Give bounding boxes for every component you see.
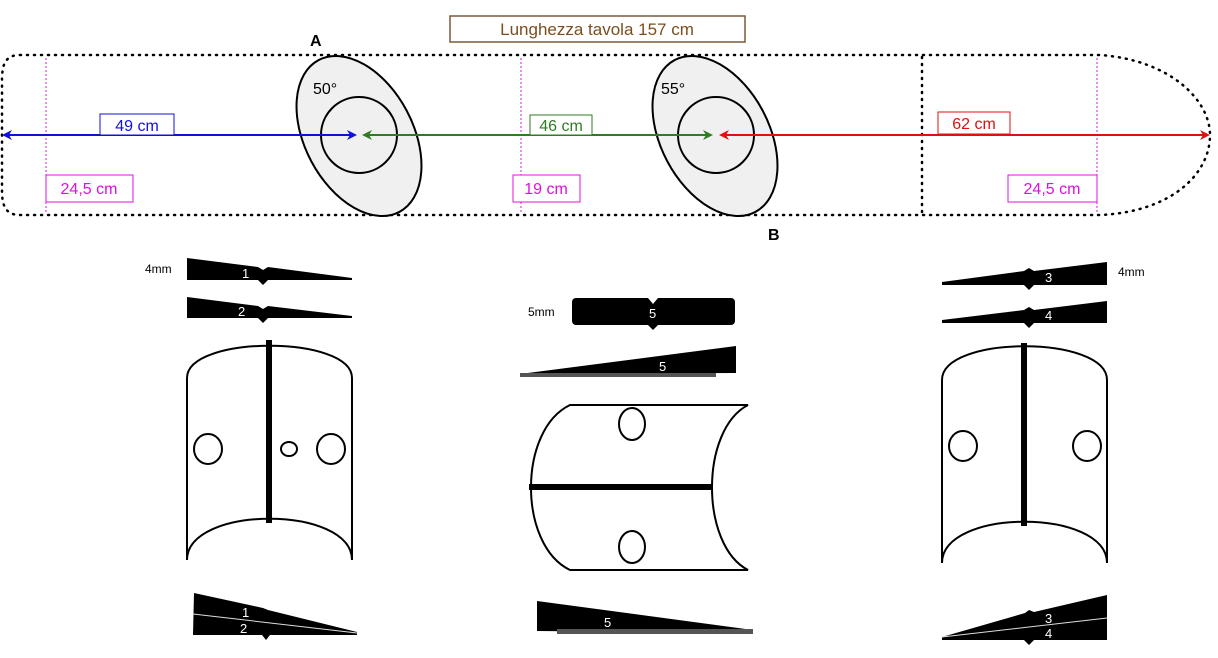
waist-width-marker: 19 cm bbox=[512, 58, 581, 214]
angle-b-label: 55° bbox=[661, 81, 685, 98]
board-length-text: Lunghezza tavola 157 cm bbox=[500, 20, 694, 39]
tail-width-marker: 24,5 cm bbox=[45, 58, 134, 214]
tail-width-text: 24,5 cm bbox=[61, 181, 118, 198]
stance-distance-arrow: 46 cm bbox=[362, 114, 713, 140]
svg-text:2: 2 bbox=[240, 621, 247, 636]
wedge-1-2-stacked: 1 2 bbox=[192, 593, 358, 640]
wedge-1: 1 bbox=[187, 258, 352, 285]
wedge-5-side: 5 bbox=[520, 346, 736, 377]
wedge-5-bottom: 5 bbox=[537, 601, 753, 634]
stance-distance-text: 46 cm bbox=[539, 118, 583, 135]
nose-width-marker: 24,5 cm bbox=[1007, 58, 1098, 214]
binding-b: B 55° bbox=[651, 54, 780, 244]
svg-text:3: 3 bbox=[1045, 270, 1052, 285]
binding-b-label: B bbox=[768, 227, 780, 244]
board-outline bbox=[0, 53, 1212, 217]
angle-a-label: 50° bbox=[313, 81, 337, 98]
binding-a-label: A bbox=[310, 33, 322, 50]
waist-width-text: 19 cm bbox=[524, 181, 568, 198]
nose-width-text: 24,5 cm bbox=[1024, 181, 1081, 198]
wedge-5-flat: 5 bbox=[572, 298, 735, 330]
right-binding-plate bbox=[941, 343, 1108, 564]
wedge-3: 3 bbox=[942, 262, 1107, 290]
middle-thickness-label: 5mm bbox=[528, 305, 555, 319]
svg-text:1: 1 bbox=[242, 266, 249, 281]
wedge-4: 4 bbox=[942, 301, 1107, 328]
svg-text:5: 5 bbox=[659, 359, 666, 374]
svg-text:5: 5 bbox=[649, 306, 656, 321]
binding-a: A 50° bbox=[295, 33, 423, 218]
svg-text:4: 4 bbox=[1045, 626, 1052, 641]
wedge-2: 2 bbox=[187, 297, 352, 323]
svg-text:1: 1 bbox=[242, 605, 249, 620]
right-thickness-label: 4mm bbox=[1118, 265, 1145, 279]
tail-distance-arrow: 49 cm bbox=[2, 113, 357, 140]
svg-text:2: 2 bbox=[238, 304, 245, 319]
svg-text:5: 5 bbox=[604, 615, 611, 630]
board-length-label: Lunghezza tavola 157 cm bbox=[449, 15, 746, 43]
nose-distance-arrow: 62 cm bbox=[719, 111, 1210, 140]
nose-distance-text: 62 cm bbox=[952, 116, 996, 133]
middle-binding-plate bbox=[529, 404, 749, 571]
left-thickness-label: 4mm bbox=[145, 262, 172, 276]
svg-text:4: 4 bbox=[1045, 308, 1052, 323]
left-binding-plate bbox=[186, 340, 353, 561]
svg-text:3: 3 bbox=[1045, 611, 1052, 626]
wedge-3-4-stacked: 3 4 bbox=[941, 595, 1108, 645]
tail-distance-text: 49 cm bbox=[115, 118, 159, 135]
